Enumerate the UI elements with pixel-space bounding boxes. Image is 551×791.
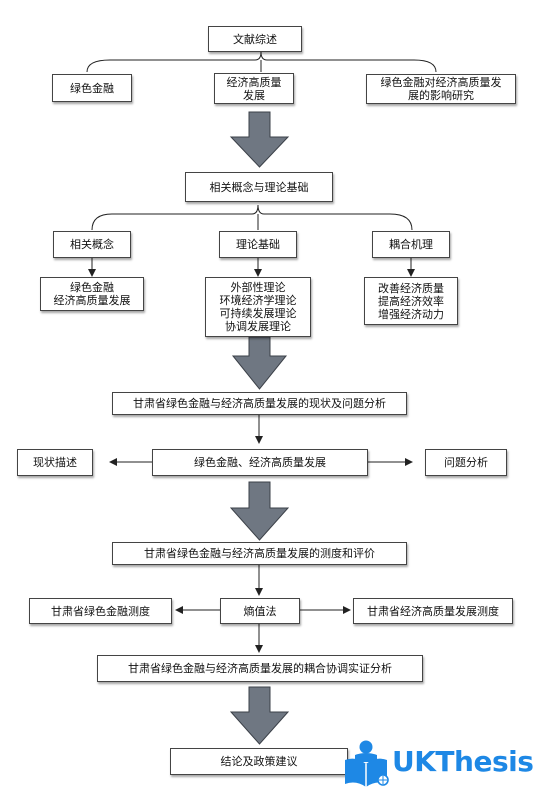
node-theory-list: 外部性理论 环境经济学理论 可持续发展理论 协调发展理论 xyxy=(205,277,311,337)
node-high-quality-measure: 甘肃省经济高质量发展测度 xyxy=(353,598,513,624)
node-status-description: 现状描述 xyxy=(17,449,93,476)
node-coupling-mechanism: 耦合机理 xyxy=(372,231,450,258)
node-literature-review: 文献综述 xyxy=(208,26,302,52)
node-status-analysis: 甘肃省绿色金融与经济高质量发展的现状及问题分析 xyxy=(112,392,407,415)
block-arrow-4 xyxy=(229,686,290,745)
node-mechanism-list: 改善经济质量 提高经济效率 增强经济动力 xyxy=(364,277,458,325)
node-green-finance-measure: 甘肃省绿色金融测度 xyxy=(29,598,172,624)
node-impact-study: 绿色金融对经济高质量发 展的影响研究 xyxy=(366,74,516,104)
block-arrow-2 xyxy=(231,336,288,390)
block-arrow-1 xyxy=(229,111,290,168)
node-entropy-method: 熵值法 xyxy=(220,598,300,624)
block-arrow-3 xyxy=(229,481,290,541)
reader-book-icon xyxy=(345,740,389,787)
node-conclusion: 结论及政策建议 xyxy=(170,748,348,775)
node-concepts-theory: 相关概念与理论基础 xyxy=(185,172,333,202)
node-green-finance-high-quality: 绿色金融、经济高质量发展 xyxy=(152,449,368,476)
brace-literature xyxy=(86,51,437,73)
node-green-finance: 绿色金融 xyxy=(52,74,132,102)
node-concepts-list: 绿色金融 经济高质量发展 xyxy=(40,277,144,311)
brace-concepts xyxy=(91,204,413,231)
logo-text: UKThesis xyxy=(392,745,534,778)
node-measurement-evaluation: 甘肃省绿色金融与经济高质量发展的测度和评价 xyxy=(112,542,407,565)
node-theory-basis: 理论基础 xyxy=(219,231,297,258)
node-high-quality-development: 经济高质量 发展 xyxy=(214,73,294,104)
node-problem-analysis: 问题分析 xyxy=(425,449,507,476)
node-related-concepts: 相关概念 xyxy=(53,231,131,258)
node-coupling-analysis: 甘肃省绿色金融与经济高质量发展的耦合协调实证分析 xyxy=(97,655,423,682)
